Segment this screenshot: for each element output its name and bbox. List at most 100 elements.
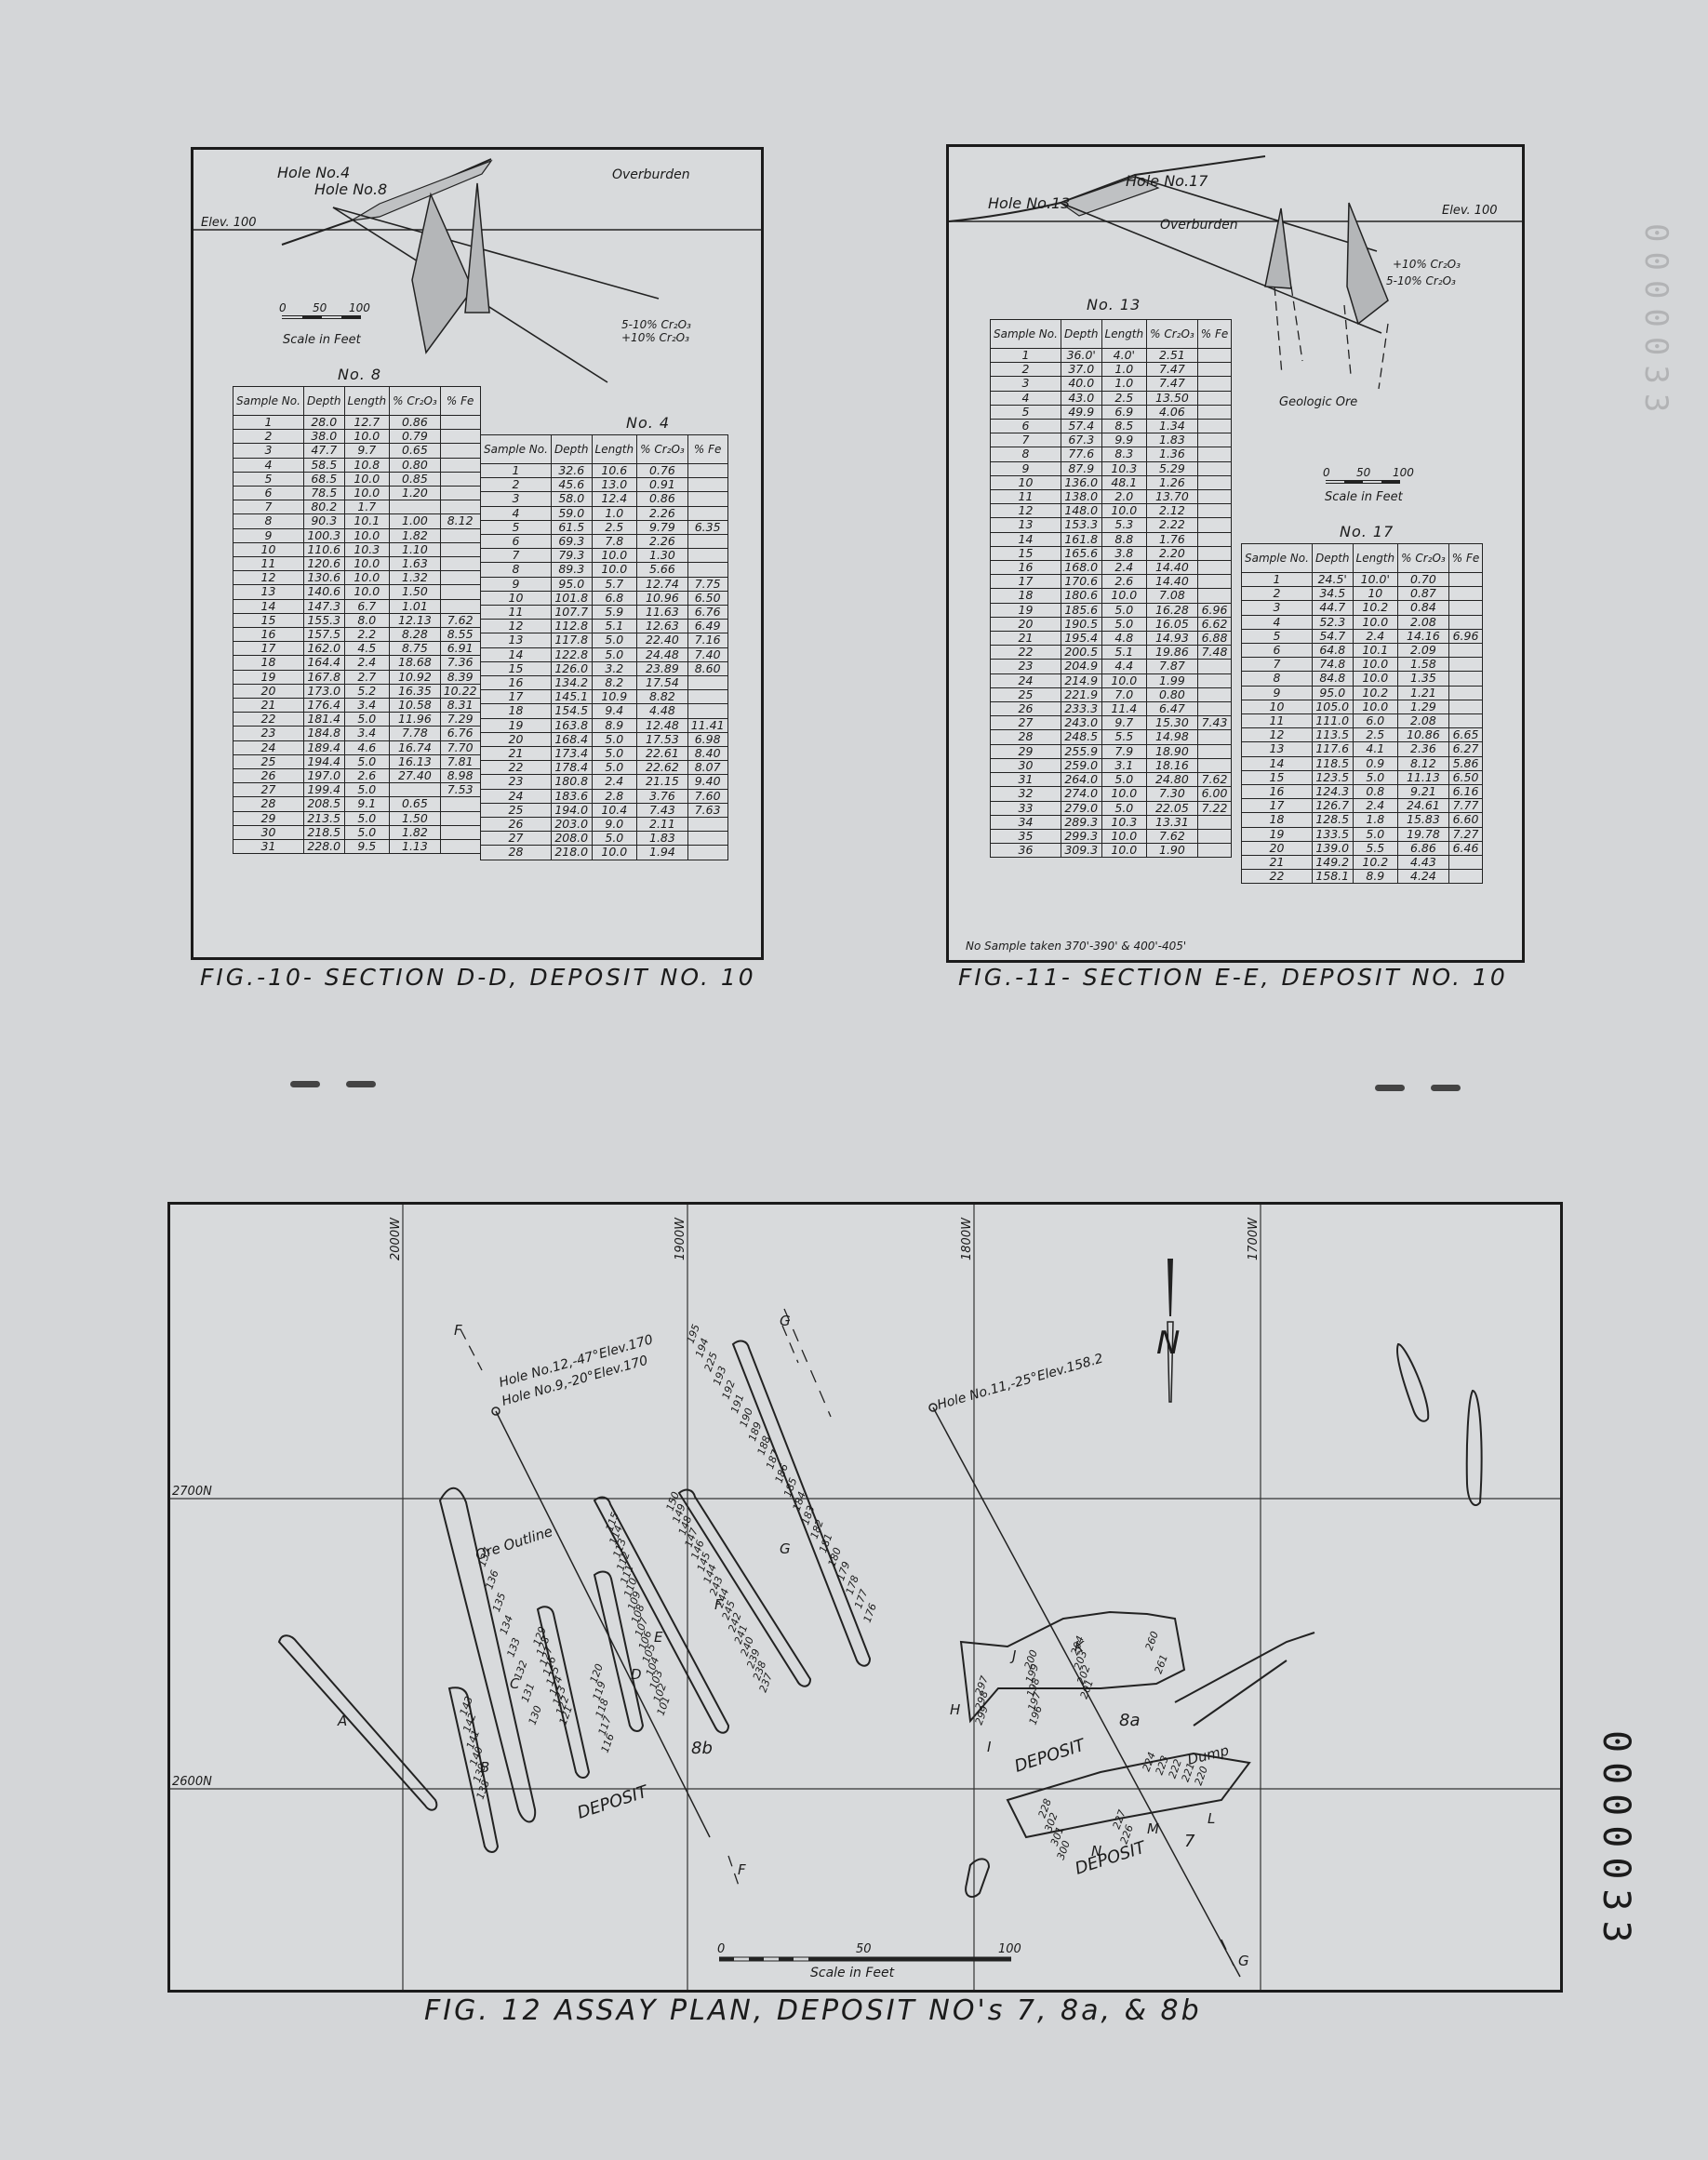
table-cell: 23 (990, 659, 1061, 674)
table-cell: 28 (233, 796, 304, 812)
table-cell (439, 457, 481, 473)
table-cell: 2 (1241, 586, 1313, 602)
table-cell: 9.4 (591, 703, 638, 719)
column-header: % Cr₂O₃ (1146, 319, 1198, 349)
fig12-assay-plan: 2000W 1900W 1800W 1700W 2700N 2600N (170, 1205, 1560, 1990)
sample-number: 260 (1143, 1630, 1161, 1652)
table-cell: 5.0 (591, 746, 638, 762)
table-cell: 38.0 (302, 429, 345, 445)
table-cell: 11 (480, 605, 552, 620)
table-cell: 7 (480, 548, 552, 564)
table-cell: 120.6 (302, 556, 345, 572)
table-cell: 5 (1241, 628, 1313, 645)
table-cell: 95.0 (550, 576, 593, 592)
label-deposit-7: DEPOSIT (1073, 1837, 1150, 1879)
table-cell: 10.0 (343, 429, 391, 445)
table-cell: 2.26 (636, 534, 688, 550)
table-cell: 7.75 (687, 576, 728, 592)
table-cell: 45.6 (550, 477, 593, 493)
table-cell: 6 (990, 419, 1061, 434)
table-cell: 178.4 (550, 760, 593, 776)
column-header: Length (591, 434, 638, 464)
table-cell: 17 (233, 641, 304, 657)
table-cell: 2.2 (343, 627, 391, 643)
table-cell: 2 (233, 429, 304, 445)
table-cell: 4.5 (343, 641, 391, 657)
staple-mark (1375, 1085, 1405, 1091)
table-cell: 164.4 (302, 655, 345, 671)
table-cell: 7 (233, 500, 304, 515)
table-cell: 2.5 (591, 519, 638, 536)
sample-number: 132 (512, 1659, 529, 1681)
table-cell: 10.3 (1101, 460, 1148, 476)
table-cell: 6.98 (687, 731, 728, 748)
table-cell: 23.89 (636, 660, 688, 677)
label-overburden: Overburden (1160, 218, 1238, 233)
table-cell (1196, 828, 1233, 845)
table-cell: 10.2 (1352, 855, 1399, 871)
table-cell: 8.5 (1101, 419, 1148, 434)
table-cell: 13.31 (1146, 814, 1198, 830)
table-cell: 1.83 (1146, 433, 1198, 448)
table-cell (687, 548, 728, 564)
table-cell: 1.01 (389, 598, 441, 614)
table-cell: 10.0 (1101, 503, 1148, 519)
table-cell: 13 (480, 633, 552, 648)
column-header: % Fe (687, 434, 728, 464)
table-cell: 168.4 (550, 731, 593, 748)
table-cell (1196, 474, 1233, 491)
table-cell: 1.29 (1397, 699, 1449, 715)
table-cell: 4 (990, 390, 1061, 406)
table-cell (1196, 517, 1233, 533)
table-cell: 13.0 (591, 477, 638, 493)
grid-label-2700n: 2700N (172, 1485, 212, 1499)
table-cell: 180.6 (1060, 588, 1102, 604)
table-cell: 5.0 (1101, 800, 1148, 816)
table-cell: 5.0 (343, 824, 391, 841)
table-cell: 10 (1241, 699, 1313, 715)
table-cell: 200.5 (1060, 645, 1102, 660)
table-cell: 0.65 (389, 796, 441, 812)
table-cell: 10.0 (343, 486, 391, 501)
table-cell (1196, 545, 1233, 562)
table-cell: 15 (990, 545, 1061, 562)
table-cell: 34.5 (1311, 586, 1354, 602)
scale-50: 50 (313, 301, 327, 314)
table-cell (1196, 588, 1233, 604)
table-cell: 13 (990, 517, 1061, 533)
label-grade-low: 5-10% Cr₂O₃ (621, 318, 691, 331)
table-cell: 2.4 (591, 774, 638, 790)
table-cell: 6.88 (1196, 631, 1233, 647)
table-cell: 5.0 (343, 753, 391, 770)
table-cell: 23 (480, 774, 552, 790)
table-cell: 6.91 (439, 641, 481, 657)
table-cell: 2.6 (343, 768, 391, 784)
table-cell: 10.0 (1352, 699, 1399, 715)
table-cell: 165.6 (1060, 545, 1102, 562)
table-cell (439, 570, 481, 586)
table-cell: 5.9 (591, 605, 638, 620)
table-cell: 17 (480, 689, 552, 705)
table-cell: 4.4 (1101, 659, 1148, 674)
table-cell: 1.35 (1397, 671, 1449, 687)
table-cell: 12 (1241, 727, 1313, 743)
table-cell: 7.70 (439, 740, 481, 755)
table-cell: 8.28 (389, 627, 441, 643)
table-cell: 9 (480, 576, 552, 592)
table-cell: 145.1 (550, 689, 593, 705)
table-cell: 19.86 (1146, 645, 1198, 660)
table-cell: 24 (990, 673, 1061, 688)
table-cell: 111.0 (1311, 713, 1354, 729)
table-cell: 6 (233, 486, 304, 501)
table-cell: 173.4 (550, 746, 593, 762)
